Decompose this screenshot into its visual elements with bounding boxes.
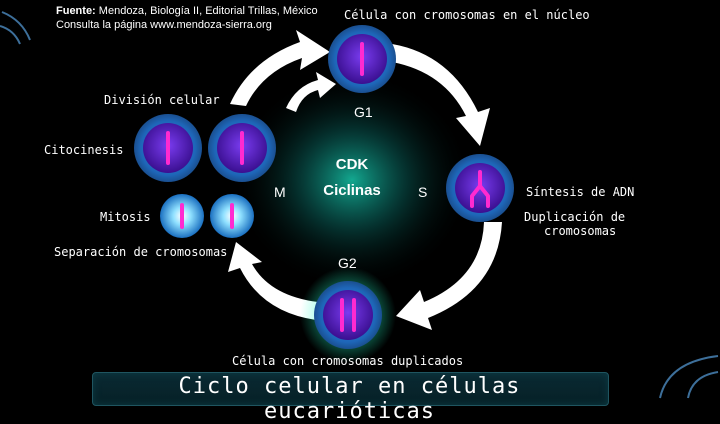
label-duplicacion-1: Duplicación de — [524, 210, 626, 224]
arrow-s-to-g2 — [396, 222, 502, 330]
center-cdk: CDK — [335, 156, 369, 173]
label-separacion: Separación de cromosomas — [54, 245, 228, 259]
cell-g2 — [300, 267, 396, 363]
label-division: División celular — [104, 93, 220, 107]
chromosome — [166, 131, 170, 165]
cell-mitosis-left — [160, 194, 204, 238]
page-title: Ciclo celular en células eucarióticas — [178, 374, 521, 424]
label-bottom-cell: Célula con cromosomas duplicados — [232, 354, 464, 368]
center-glow — [232, 70, 472, 290]
phase-g2: G2 — [338, 255, 357, 271]
chromosome — [240, 131, 244, 165]
arrow-division-to-g1 — [286, 72, 336, 112]
label-duplicacion-2: cromosomas — [544, 224, 617, 238]
phase-m: M — [274, 184, 286, 200]
chromosome — [352, 298, 356, 332]
cell-mitosis-right — [210, 194, 254, 238]
cell-s — [446, 154, 514, 222]
source-line-2: Consulta la página www.mendoza-sierra.or… — [56, 19, 272, 31]
source-note: Fuente: Mendoza, Biología II, Editorial … — [56, 4, 318, 32]
chromosome — [360, 42, 364, 76]
label-citocinesis: Citocinesis — [44, 143, 124, 157]
cell-g1 — [328, 25, 396, 93]
corner-decoration-bottom-right — [659, 355, 719, 399]
cell-citocinesis-left — [134, 114, 202, 182]
corner-decoration-top-left — [0, 11, 31, 45]
phase-s: S — [418, 184, 428, 200]
title-banner — [92, 372, 609, 406]
label-mitosis: Mitosis — [100, 210, 151, 224]
chromosome — [230, 203, 234, 229]
chromosome — [180, 203, 184, 229]
label-sintesis: Síntesis de ADN — [526, 185, 635, 199]
arrow-g1-to-s — [392, 44, 490, 146]
source-line-1: Mendoza, Biología II, Editorial Trillas,… — [98, 5, 318, 17]
arrow-g2-to-m — [228, 242, 318, 320]
cell-citocinesis-right — [208, 114, 276, 182]
label-top-cell: Célula con cromosomas en el núcleo — [344, 8, 590, 22]
arrow-m-to-g1 — [230, 30, 330, 106]
cycle-diagram — [0, 11, 719, 399]
center-ciclinas: Ciclinas — [323, 182, 381, 199]
source-prefix: Fuente: — [56, 5, 96, 17]
phase-g1: G1 — [354, 104, 373, 120]
chromosome — [340, 298, 344, 332]
replicating-chromosome — [470, 170, 490, 208]
cycle-arrows — [228, 30, 502, 330]
